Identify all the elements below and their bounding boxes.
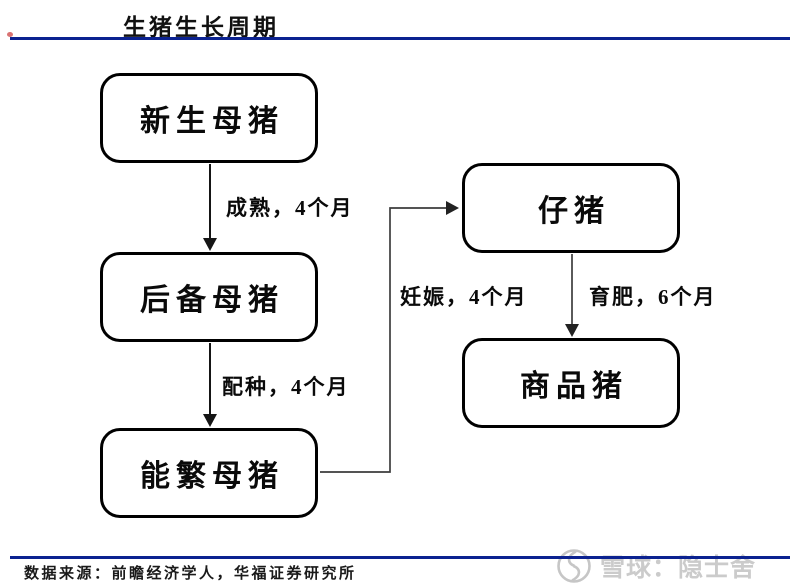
flow-node-label: 商品猪 [520, 370, 628, 403]
flow-node-newborn-sow: 新生母猪 [100, 73, 318, 163]
flow-node-label: 新生母猪 [140, 105, 284, 138]
edge-label-gestation: 妊娠，4个月 [400, 285, 528, 309]
flow-node-label: 能繁母猪 [140, 460, 284, 493]
page-title: 生猪生长周期 [123, 15, 279, 40]
watermark: 雪球：隐士舍 [556, 548, 756, 584]
flow-node-label: 仔猪 [538, 195, 610, 228]
xueqiu-snowball-icon [557, 549, 591, 583]
flow-node-piglet: 仔猪 [462, 163, 680, 253]
flow-node-market-hog: 商品猪 [462, 338, 680, 428]
edge-label-fattening: 育肥，6个月 [589, 285, 717, 309]
red-mark [7, 32, 13, 37]
title-underline [10, 37, 790, 40]
watermark-text: 雪球：隐士舍 [600, 555, 757, 582]
edge-label-maturity: 成熟，4个月 [226, 196, 354, 220]
flow-node-reserve-sow: 后备母猪 [100, 252, 318, 342]
flow-node-breeding-sow: 能繁母猪 [100, 428, 318, 518]
data-source-note: 数据来源：前瞻经济学人，华福证券研究所 [24, 566, 357, 582]
flow-node-label: 后备母猪 [140, 284, 284, 317]
footer-rule [10, 556, 790, 559]
edge-label-breeding: 配种，4个月 [222, 375, 350, 399]
